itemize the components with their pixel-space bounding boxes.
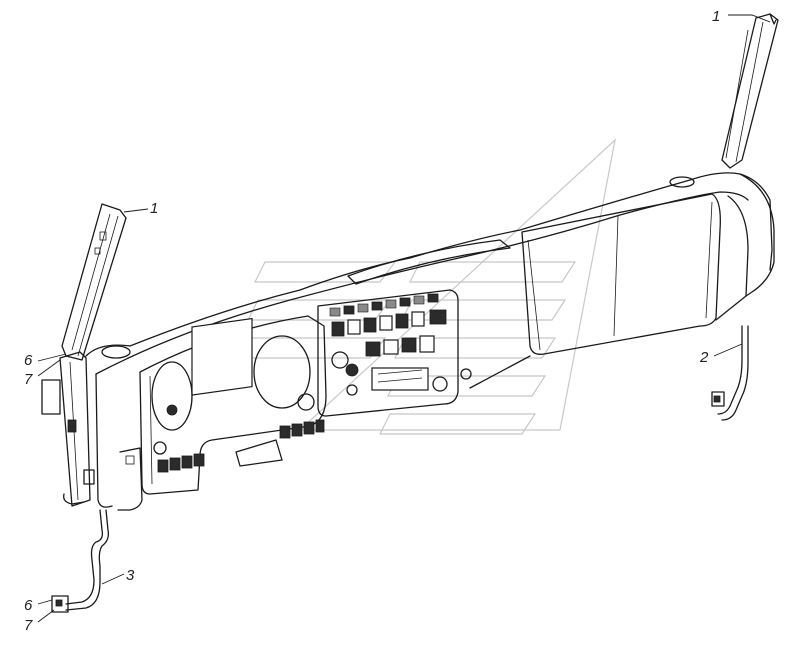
callout-2: 2 [699, 349, 709, 366]
leader-lines [37, 14, 771, 623]
left-pillar-trim [61, 203, 127, 361]
instrument-cluster [139, 315, 327, 495]
callout-1-right: 1 [712, 8, 720, 25]
left-bracket-assembly [41, 351, 143, 511]
center-switch-panel [317, 289, 472, 417]
right-pillar-trim [721, 13, 779, 169]
callout-6-lower: 6 [24, 597, 33, 614]
switch-grid [329, 293, 447, 357]
dashboard-body [85, 172, 775, 508]
callout-1-left: 1 [150, 200, 158, 217]
callout-3: 3 [126, 567, 135, 584]
cable-2 [711, 325, 749, 421]
callout-6-upper: 6 [24, 352, 33, 369]
watermark-logo [239, 138, 616, 435]
callout-7-upper: 7 [24, 371, 33, 388]
cable-3 [51, 509, 110, 613]
callout-7-lower: 7 [24, 617, 33, 634]
